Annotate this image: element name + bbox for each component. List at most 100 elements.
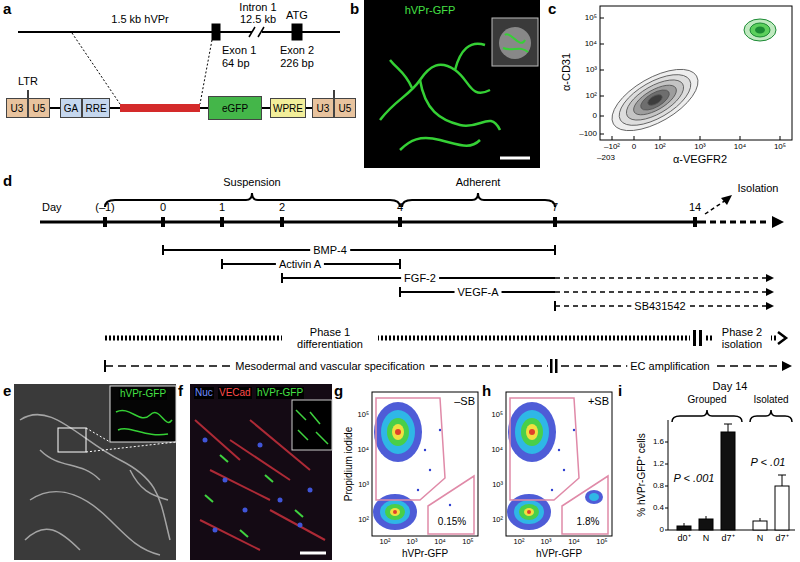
construct-element-box: U3	[6, 98, 28, 118]
tick-label: 10⁴	[568, 538, 580, 547]
micrograph-e-part-part	[40, 450, 100, 480]
timeline	[40, 193, 792, 373]
scatter-plot-h-part	[529, 429, 535, 435]
timeline-part	[699, 330, 702, 346]
micrograph-f-part	[296, 410, 328, 444]
tick-label: 10⁵	[774, 142, 786, 151]
micrograph-f-part-part	[296, 410, 306, 420]
timeline-part-part	[280, 217, 284, 227]
tick-label: 10³	[694, 142, 706, 151]
timeline-part	[399, 287, 401, 297]
p-value: P < .01	[751, 456, 786, 469]
tick-label: 1.2	[653, 459, 664, 468]
construct-map-part	[200, 40, 212, 104]
bar-chart-part	[728, 424, 729, 432]
tick-label: 10³	[541, 538, 552, 547]
construct-element-box: GA	[60, 98, 82, 118]
scatter-plot-h-part	[521, 418, 543, 446]
annotation-label: α-CD31	[560, 53, 573, 91]
flow-contour-plot-part-part	[620, 72, 689, 128]
bar-chart-part	[750, 410, 792, 422]
scatter-plot-h-part-part	[573, 429, 575, 431]
construct-map-part	[333, 90, 335, 98]
flow-contour-plot-part-part	[600, 44, 604, 45]
construct-element-box: U5	[334, 98, 356, 118]
tick-label: 10²	[654, 142, 666, 151]
timeline-part	[555, 277, 766, 279]
bar-chart-part	[677, 526, 691, 530]
micrograph-f-part-part	[310, 412, 320, 424]
annotation-label: α-VEGFR2	[673, 153, 727, 166]
scatter-plot-g-part	[428, 476, 474, 534]
timeline-part	[40, 221, 700, 224]
micrograph-e-part-part	[25, 529, 80, 550]
axis-label: Isolated	[753, 394, 788, 406]
micrograph-f-part-part	[308, 488, 313, 493]
axis-label: Propidium iodide	[343, 427, 355, 502]
scatter-plot-h-part-part	[558, 449, 560, 451]
timeline-label: Mesodermal and vascular specification	[232, 360, 428, 373]
micrograph-f-part	[190, 384, 332, 560]
scatter-plot-h-part	[514, 500, 544, 524]
timeline-label: SB431542	[631, 300, 688, 313]
flow-contour-plot-part-part	[780, 136, 781, 140]
bar-chart-part	[672, 410, 742, 422]
flow-contour-plot-part-part	[740, 136, 741, 140]
element-name: U5	[33, 103, 46, 114]
annotation-label: 226 bp	[280, 57, 314, 70]
tick-label: 10⁴	[434, 538, 446, 547]
micrograph-f-part-part	[258, 443, 263, 448]
construct-map-part	[292, 24, 302, 40]
tick-label: 10³	[585, 65, 597, 74]
micrograph-e-part	[86, 442, 176, 452]
scatter-plot-h-part	[526, 424, 538, 440]
bar-chart-part	[753, 521, 767, 530]
tick-label: 10²	[380, 538, 391, 547]
scatter-plot-g-part-part	[439, 429, 441, 431]
micrograph-f-part-part	[316, 432, 328, 444]
annotation-label: Isolation	[738, 182, 779, 195]
element-name: RRE	[85, 103, 106, 114]
channel-label: hVPr-GFP	[119, 388, 167, 400]
tick-label: –10²	[604, 142, 620, 151]
tick-label: 10²	[358, 516, 369, 525]
bar-chart-part	[684, 523, 685, 526]
timeline-part	[281, 273, 283, 283]
construct-map-part	[72, 33, 120, 104]
bar-chart-part	[665, 442, 668, 443]
micrograph-e-part	[110, 386, 176, 442]
scatter-plot-h-part	[515, 410, 549, 454]
micrograph-e-part-part	[30, 492, 160, 555]
scatter-plot-g-part	[374, 402, 422, 462]
construct-map-part	[120, 104, 200, 112]
micrograph-b-part	[500, 157, 530, 160]
flow-contour-plot-part	[602, 57, 707, 143]
construct-map-part	[249, 27, 255, 37]
timeline-part-part	[161, 217, 165, 227]
bar-chart-part	[665, 530, 668, 531]
flow-contour-plot-part-part	[638, 86, 673, 114]
timeline-part	[705, 200, 726, 214]
panel-letter: f	[178, 382, 183, 399]
micrograph-f-part-part	[205, 495, 213, 502]
flow-contour-plot-part-part	[660, 136, 661, 140]
scatter-plot-g-part	[372, 392, 478, 536]
tick-label: 10²	[585, 91, 597, 100]
timeline-label: FGF-2	[401, 272, 439, 285]
scatter-plot-g-part	[392, 424, 404, 440]
tick-label: 10⁴	[585, 39, 597, 48]
panel-letter: c	[548, 0, 556, 17]
tick-label: 10²	[514, 538, 525, 547]
timeline-part	[766, 274, 774, 282]
timeline-part	[163, 249, 555, 251]
flow-contour-plot-part-part	[629, 79, 681, 120]
element-name: U3	[317, 103, 330, 114]
construct-element-box: U3	[312, 98, 334, 118]
construct-element-box: eGFP	[208, 96, 262, 120]
micrograph-b-part	[503, 34, 528, 52]
micrograph-f-part-part	[195, 420, 240, 460]
category-label: d7⁺	[775, 533, 788, 543]
category-label: N	[703, 533, 710, 543]
scatter-plot-h-part	[585, 490, 603, 504]
timeline-part	[700, 221, 770, 224]
